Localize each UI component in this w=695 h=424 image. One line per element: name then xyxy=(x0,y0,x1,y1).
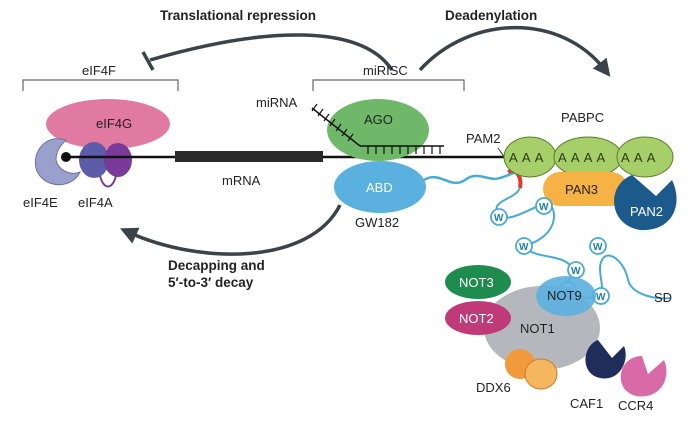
mrna-coding-region xyxy=(175,151,323,162)
w-motif-5-label: W xyxy=(571,266,581,277)
not9-shape xyxy=(536,276,596,316)
abd-label: ABD xyxy=(366,180,393,195)
mirna-strand xyxy=(311,103,444,154)
decapping-label: Decapping and 5′-to-3′ decay xyxy=(168,258,269,290)
w-motif-7-label: W xyxy=(596,292,606,303)
not1-label: NOT1 xyxy=(520,321,555,336)
mrna-cap xyxy=(61,152,71,162)
ago-label: AGO xyxy=(364,112,393,127)
caf1-shape xyxy=(585,340,626,379)
translational-repression-label: Translational repression xyxy=(160,8,316,23)
ccr4-label: CCR4 xyxy=(618,398,653,413)
pabpc-label: PABPC xyxy=(561,110,604,125)
gw182-linker xyxy=(423,170,519,185)
ddx6-label: DDX6 xyxy=(476,380,511,395)
eif4a-lobe-left xyxy=(79,142,109,178)
polya-segment-3: A A A xyxy=(621,150,656,165)
caf1-label: CAF1 xyxy=(570,396,603,411)
gw182-label: GW182 xyxy=(355,215,399,230)
mirisc-label: miRISC xyxy=(363,63,408,78)
eif4g-label: eIF4G xyxy=(96,116,132,131)
not3-shape xyxy=(445,265,511,299)
deadenylation-label: Deadenylation xyxy=(445,8,537,23)
mirna-label: miRNA xyxy=(256,95,297,110)
pan3-label: PAN3 xyxy=(565,182,598,197)
decapping-decay-arrow xyxy=(120,204,342,256)
pabpc-domain-3 xyxy=(616,136,674,178)
translational-repression-arrow xyxy=(141,33,394,71)
w-motif-3: W xyxy=(515,237,533,255)
pam2-label: PAM2 xyxy=(466,131,500,146)
eif4a-lobe-right xyxy=(104,143,132,177)
pan2-label: PAN2 xyxy=(630,204,663,219)
not3-label: NOT3 xyxy=(459,275,494,290)
decapping-label-line1: Decapping and xyxy=(168,258,265,273)
w-motif-1: W xyxy=(490,208,508,226)
eif4g-shape xyxy=(46,99,170,149)
w-motif-4-label: W xyxy=(593,242,603,253)
w-motif-2-label: W xyxy=(539,202,549,213)
not2-label: NOT2 xyxy=(459,311,494,326)
w-motif-4: W xyxy=(589,237,607,255)
w-motif-1-label: W xyxy=(494,213,504,224)
pan3-shape xyxy=(543,172,628,206)
eif4a-label: eIF4A xyxy=(78,195,113,210)
eif4e-label: eIF4E xyxy=(23,195,58,210)
not2-shape xyxy=(445,301,511,335)
decapping-label-line2: 5′-to-3′ decay xyxy=(168,275,254,290)
polya-segment-2: A A A A xyxy=(558,150,606,165)
w-motif-5: W xyxy=(567,261,585,279)
ago-shape xyxy=(327,99,429,161)
pan2-shape xyxy=(614,175,677,231)
mrna-label: mRNA xyxy=(222,173,261,188)
eif4e-shape xyxy=(34,138,81,186)
deadenylation-arrow xyxy=(418,25,611,77)
abd-shape xyxy=(334,161,426,213)
ccr4-shape xyxy=(620,356,667,397)
eif4a-linker xyxy=(99,175,117,188)
polya-segment-1: A A A xyxy=(509,150,544,165)
eif4f-label: eIF4F xyxy=(82,63,116,78)
sd-label: SD xyxy=(654,290,672,305)
w-motif-2: W xyxy=(535,197,553,215)
w-motif-3-label: W xyxy=(519,242,529,253)
ddx6-lobe-right xyxy=(524,358,558,390)
not9-label: NOT9 xyxy=(547,288,582,303)
eif4f-bracket xyxy=(22,79,179,91)
mirisc-bracket xyxy=(312,79,465,91)
